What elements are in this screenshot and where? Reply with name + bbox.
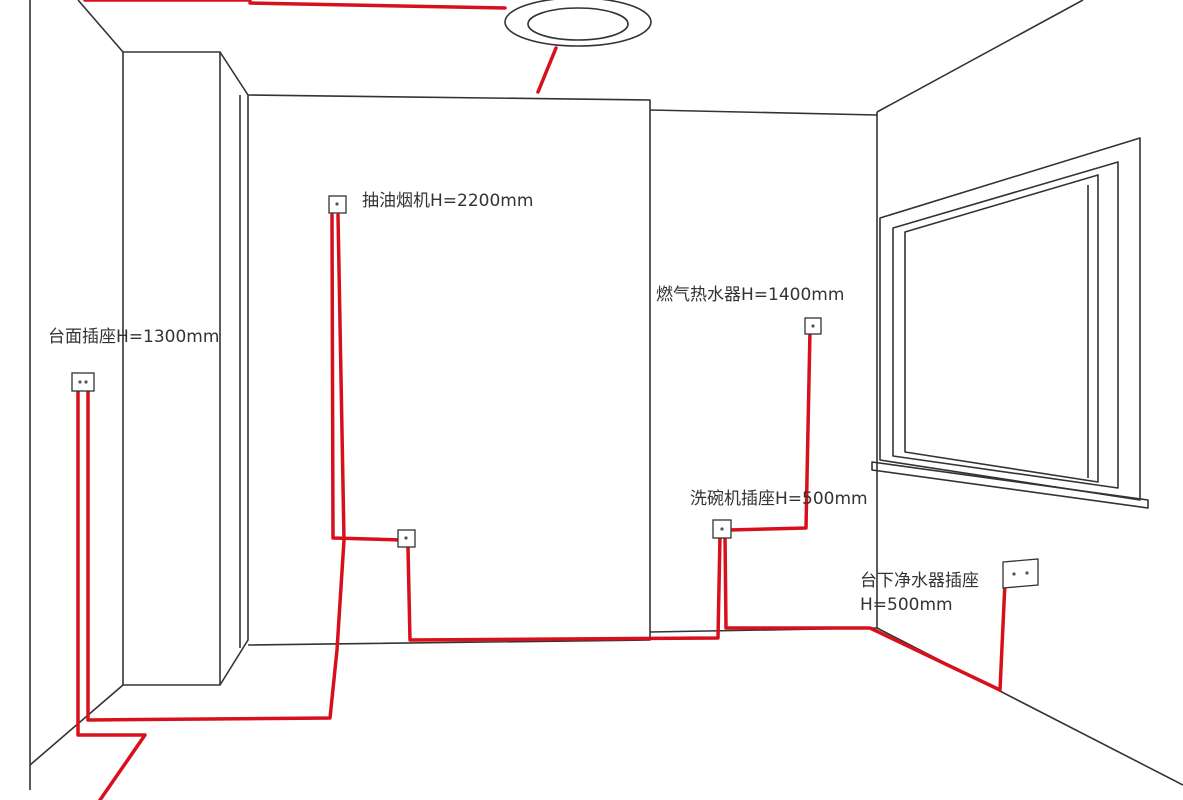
junction-socket-hole bbox=[404, 536, 408, 540]
purifier-socket-hole bbox=[1012, 572, 1016, 576]
left-pillar-side bbox=[219, 51, 249, 686]
ceiling-right bbox=[649, 109, 878, 116]
water-heater-label: 燃气热水器H=1400mm bbox=[656, 285, 845, 305]
socket-details bbox=[78, 202, 1029, 576]
ceiling-right-edge bbox=[876, 0, 1084, 113]
ceiling-lamp bbox=[504, 0, 652, 47]
counter-socket-wire-a bbox=[76, 388, 147, 800]
dishwasher-label: 洗碗机插座H=500mm bbox=[690, 489, 868, 509]
ceiling-lamp-inner bbox=[527, 7, 629, 41]
water-heater-wire bbox=[726, 328, 812, 532]
counter-socket-hole bbox=[84, 380, 88, 384]
counter-socket-hole bbox=[78, 380, 82, 384]
hood-wire-a bbox=[330, 213, 404, 542]
purifier-socket-hole bbox=[1025, 571, 1029, 575]
lamp-drop-wire bbox=[536, 46, 558, 94]
wiring bbox=[76, 0, 1007, 800]
purifier-socket bbox=[1002, 558, 1039, 589]
window-pane bbox=[904, 174, 1099, 483]
hood-wire-to-floor bbox=[406, 533, 722, 642]
left-pillar bbox=[122, 51, 221, 686]
window-frame-inner bbox=[892, 161, 1119, 489]
purifier-label-line1: 台下净水器插座 bbox=[860, 571, 979, 591]
counter-socket bbox=[71, 372, 95, 392]
hood-label: 抽油烟机H=2200mm bbox=[362, 191, 534, 211]
water-heater-socket-hole bbox=[811, 324, 815, 328]
back-wall bbox=[247, 94, 651, 646]
window-frame-outer bbox=[879, 137, 1141, 501]
dishwasher-socket-hole bbox=[720, 527, 724, 531]
ceiling-wire-lamp bbox=[248, 1, 507, 10]
room-outline bbox=[29, 0, 1183, 790]
sockets bbox=[71, 195, 1039, 589]
purifier-label-line2: H=500mm bbox=[860, 595, 953, 615]
counter-socket-wire-b bbox=[86, 213, 346, 722]
counter-socket-label: 台面插座H=1300mm bbox=[48, 327, 220, 347]
left-wall-top-edge bbox=[77, 0, 124, 53]
hood-socket-hole bbox=[335, 202, 339, 206]
window-sill bbox=[871, 461, 1149, 509]
dishwasher-wire-b bbox=[723, 533, 1007, 692]
